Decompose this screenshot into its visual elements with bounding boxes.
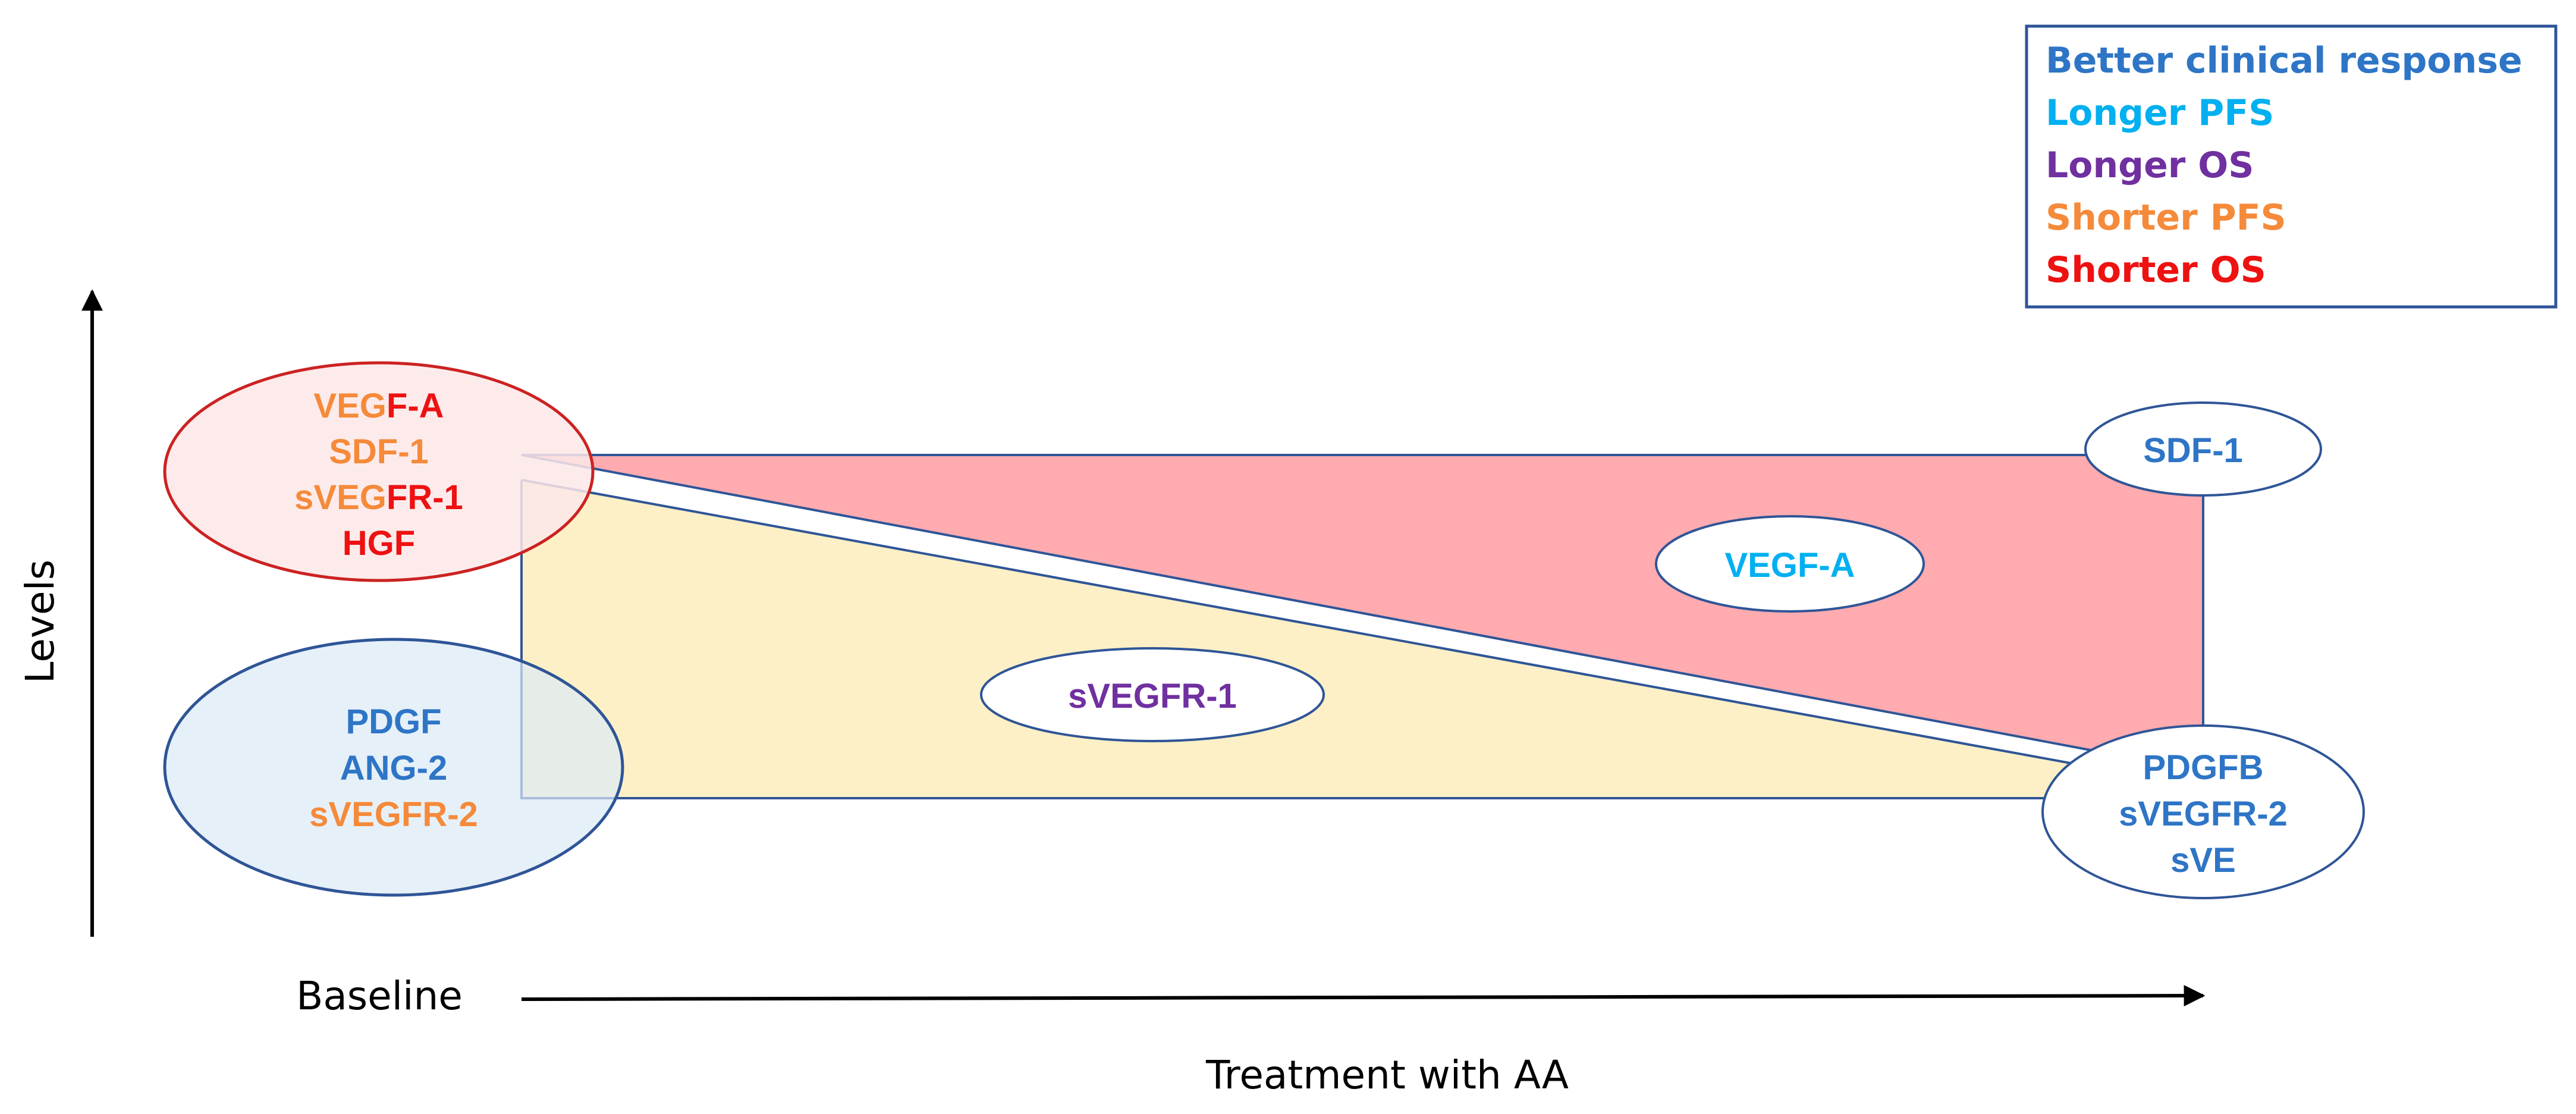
baseline-high-sdf1: SDF-1 (329, 432, 429, 471)
marker-vegfa-ellipse (1655, 515, 1925, 613)
x-axis-label: Treatment with AA (1205, 1052, 1569, 1098)
legend-item-better-clinical-response: Better clinical response (2046, 40, 2522, 81)
y-axis-label: Levels (17, 560, 63, 684)
marker-sdf1: SDF-1 (2143, 431, 2243, 470)
baseline-low-ang2: ANG-2 (340, 749, 447, 787)
baseline-low-svegfr2: sVEGFR-2 (309, 795, 478, 834)
decrease-wedge-yellow (522, 480, 2093, 798)
end-svegfr2: sVEGFR-2 (2119, 795, 2288, 833)
baseline-high-svegfr1: sVEGFR-1 (294, 478, 463, 517)
marker-sdf1-ellipse (2084, 401, 2322, 497)
end-sve: sVE (2170, 841, 2236, 880)
legend-item-shorter-pfs: Shorter PFS (2046, 197, 2286, 239)
x-axis-start-label: Baseline (296, 973, 463, 1019)
marker-svegfr1: sVEGFR-1 (1068, 677, 1237, 716)
baseline-low-pdgf: PDGF (345, 702, 441, 741)
baseline-low-ellipse (163, 638, 624, 897)
end-pdgfb: PDGFB (2143, 748, 2264, 787)
end-ellipse (2041, 724, 2365, 899)
legend-item-longer-os: Longer OS (2046, 145, 2254, 186)
baseline-high-hgf: HGF (343, 524, 415, 563)
baseline-high-vegfa: VEGF-A (313, 387, 444, 425)
legend-item-longer-pfs: Longer PFS (2046, 92, 2274, 134)
decrease-wedge-yellow-edge (521, 479, 2094, 768)
marker-vegfa: VEGF-A (1724, 546, 1855, 585)
marker-svegfr1-ellipse (980, 647, 1325, 742)
baseline-high-ellipse (163, 361, 595, 582)
legend-item-shorter-os: Shorter OS (2046, 249, 2266, 291)
legend-box (2025, 24, 2558, 309)
x-axis-arrow (521, 985, 2206, 1007)
